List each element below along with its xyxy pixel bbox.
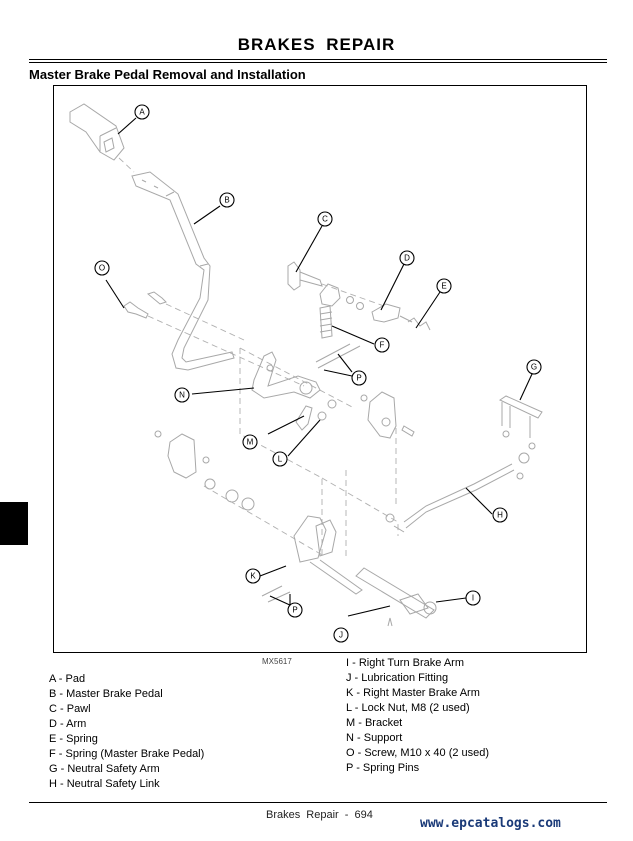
legend-item: B - Master Brake Pedal [49, 688, 163, 700]
spring-f-part [319, 305, 333, 339]
legend-item: L - Lock Nut, M8 (2 used) [346, 702, 470, 714]
section-tab-marker [0, 502, 28, 545]
legend-item: M - Bracket [346, 717, 403, 729]
svg-text:O: O [99, 264, 105, 273]
legend-item: J - Lubrication Fitting [346, 672, 449, 684]
svg-text:L: L [278, 455, 283, 464]
callout-e: E [436, 278, 452, 294]
callout-l: L [272, 451, 288, 467]
callout-g: G [526, 359, 542, 375]
svg-text:B: B [224, 196, 229, 205]
legend-item: D - Arm [49, 718, 87, 730]
callout-p-lower: P [287, 602, 303, 618]
legend-item: E - Spring [49, 733, 98, 745]
svg-text:E: E [441, 282, 446, 291]
pad-part [69, 103, 125, 161]
svg-text:H: H [497, 511, 503, 520]
callout-n: N [174, 387, 190, 403]
legend-left: A - Pad B - Master Brake Pedal C - Pawl … [49, 672, 204, 792]
legend-item: A - Pad [49, 673, 86, 685]
section-title: Master Brake Pedal Removal and Installat… [29, 67, 306, 82]
callout-b: B [219, 192, 235, 208]
svg-text:D: D [404, 254, 410, 263]
svg-text:M: M [247, 438, 254, 447]
callout-h: H [492, 507, 508, 523]
page-footer: Brakes Repair - 694 [266, 809, 373, 821]
legend-item: F - Spring (Master Brake Pedal) [49, 748, 205, 760]
neutral-safety-link-part [403, 463, 515, 529]
legend-item: G - Neutral Safety Arm [49, 763, 160, 775]
callout-j: J [333, 627, 349, 643]
footer-rule [29, 802, 607, 803]
legend-item: C - Pawl [49, 703, 91, 715]
svg-text:N: N [179, 391, 185, 400]
exploded-diagram: A B C D E F G H I J K L M N O P P [53, 85, 587, 653]
svg-text:K: K [250, 572, 256, 581]
header-rule [29, 62, 607, 63]
bracket-part [295, 405, 313, 431]
support-part [251, 351, 321, 399]
callout-d: D [399, 250, 415, 266]
svg-text:I: I [472, 594, 474, 603]
watermark-link[interactable]: www.epcatalogs.com [420, 816, 561, 831]
spring-part [399, 315, 431, 331]
header-rule [29, 59, 607, 60]
svg-text:J: J [339, 631, 343, 640]
arm-part [371, 303, 401, 323]
svg-text:F: F [380, 341, 385, 350]
svg-text:G: G [531, 363, 537, 372]
brake-arm-part [293, 515, 437, 619]
neutral-safety-arm-part [498, 395, 543, 480]
svg-text:P: P [292, 606, 297, 615]
pawl-part [287, 261, 323, 291]
callout-i: I [465, 590, 481, 606]
callout-f: F [374, 337, 390, 353]
legend-item: K - Right Master Brake Arm [346, 687, 480, 699]
callout-c: C [317, 211, 333, 227]
page-title: BRAKES REPAIR [237, 35, 396, 54]
callout-o: O [94, 260, 110, 276]
diagram-drawing: A B C D E F G H I J K L M N O P P [69, 103, 543, 643]
lock-nut-part [317, 411, 327, 421]
callout-m: M [242, 434, 258, 450]
legend-item: I - Right Turn Brake Arm [346, 657, 464, 669]
svg-text:C: C [322, 215, 328, 224]
pedal-part [131, 171, 235, 371]
screw-part [123, 291, 167, 319]
callout-a: A [134, 104, 150, 120]
legend-item: O - Screw, M10 x 40 (2 used) [346, 747, 490, 759]
figure-code: MX5617 [262, 657, 292, 666]
callout-p-upper: P [351, 370, 367, 386]
legend-item: N - Support [346, 732, 403, 744]
legend-item: H - Neutral Safety Link [49, 778, 160, 790]
callout-k: K [245, 568, 261, 584]
legend-item: P - Spring Pins [346, 762, 420, 774]
legend-right: I - Right Turn Brake Arm J - Lubrication… [346, 656, 489, 776]
svg-text:P: P [356, 374, 361, 383]
svg-text:A: A [139, 108, 145, 117]
